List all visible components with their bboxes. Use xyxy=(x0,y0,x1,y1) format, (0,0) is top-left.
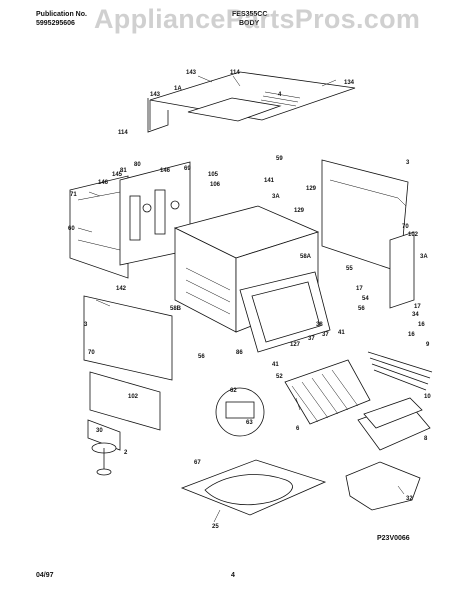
callout: 30 xyxy=(96,428,103,434)
callout: 58A xyxy=(300,254,312,260)
callout: 37 xyxy=(322,332,329,338)
callout: 4 xyxy=(278,92,282,98)
callout: 102 xyxy=(128,394,139,400)
callout: 63 xyxy=(246,420,253,426)
back-panel xyxy=(321,159,415,309)
storage-drawer xyxy=(180,459,327,516)
callout: 70 xyxy=(88,350,95,356)
footer-date: 04/97 xyxy=(36,572,54,579)
publication-number: 5995295606 xyxy=(36,20,75,27)
callout: 3A xyxy=(420,254,428,260)
callout: 41 xyxy=(272,362,279,368)
publication-label: Publication No. xyxy=(36,11,87,18)
callout: 52 xyxy=(276,374,283,380)
leader-lines xyxy=(77,75,407,523)
callout: 37 xyxy=(308,336,315,342)
callout: 54 xyxy=(362,296,369,302)
callout: 9 xyxy=(426,342,430,348)
callout: 143 xyxy=(186,70,197,76)
callout: 134 xyxy=(344,80,355,86)
callout: 129 xyxy=(294,208,305,214)
callout: 56 xyxy=(358,306,365,312)
callout: 146 xyxy=(160,168,171,174)
callout: 143 xyxy=(150,92,161,98)
section-title: BODY xyxy=(239,20,260,27)
callout: 2 xyxy=(124,450,128,456)
drawing-id: P23V0066 xyxy=(377,535,410,542)
footer-page-number: 4 xyxy=(231,572,235,579)
callout: 1A xyxy=(174,86,182,92)
callout: 8 xyxy=(424,436,428,442)
callout: 71 xyxy=(70,192,77,198)
callout: 145 xyxy=(112,172,123,178)
callout-labels: 143 114 1A 4 134 143 114 81 80 71 145 14… xyxy=(68,70,431,530)
callout: 129 xyxy=(306,186,317,192)
lower-left-panel xyxy=(83,295,173,451)
callout: 38 xyxy=(316,322,323,328)
callout: 80 xyxy=(134,162,141,168)
callout: 3A xyxy=(272,194,280,200)
callout: 102 xyxy=(408,232,419,238)
broil-element xyxy=(367,351,433,391)
callout: 25 xyxy=(212,524,219,530)
model-number: FES355CC xyxy=(232,11,268,18)
callout: 114 xyxy=(118,130,128,136)
callout: 16 xyxy=(418,322,425,328)
oven-rack xyxy=(284,359,371,425)
top-panel xyxy=(147,71,356,133)
callout: 146 xyxy=(98,180,109,186)
callout: 69 xyxy=(184,166,191,172)
callout: 6 xyxy=(296,426,300,432)
callout: 56 xyxy=(198,354,205,360)
callout: 34 xyxy=(412,312,419,318)
callout: 17 xyxy=(356,286,363,292)
callout: 81 xyxy=(120,168,127,174)
leveling-leg xyxy=(91,442,117,476)
callout: 114 xyxy=(230,70,240,76)
bake-element xyxy=(345,461,421,511)
thermostat-block xyxy=(215,387,265,437)
callout: 60 xyxy=(68,226,75,232)
callout: 3 xyxy=(406,160,410,166)
callout: 70 xyxy=(402,224,409,230)
door-frame xyxy=(239,271,331,353)
callout: 86 xyxy=(236,350,243,356)
callout: 127 xyxy=(290,342,301,348)
callout: 17 xyxy=(414,304,421,310)
callout: 55 xyxy=(346,266,353,272)
callout: 3 xyxy=(84,322,88,328)
callout: 10 xyxy=(424,394,431,400)
callout: 67 xyxy=(194,460,201,466)
callout: 32 xyxy=(406,496,413,502)
broil-pan xyxy=(357,397,431,451)
left-side-panel xyxy=(69,175,129,279)
callout: 16 xyxy=(408,332,415,338)
callout: 59 xyxy=(276,156,283,162)
callout: 141 xyxy=(264,178,275,184)
callout: 41 xyxy=(338,330,345,336)
callout: 62 xyxy=(230,388,237,394)
callout: 105 xyxy=(208,172,219,178)
callout: 142 xyxy=(116,286,127,292)
callout: 58B xyxy=(170,306,182,312)
callout: 106 xyxy=(210,182,221,188)
